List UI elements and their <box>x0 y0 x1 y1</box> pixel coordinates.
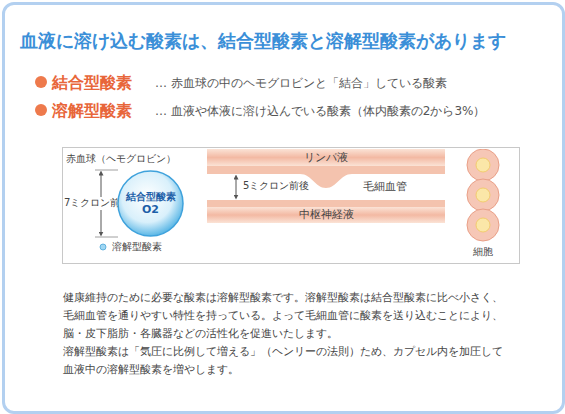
title: 血液に溶け込む酸素は、結合型酸素と溶解型酸素があります <box>20 30 506 53</box>
term-label: 結合型酸素 <box>52 73 132 93</box>
cell <box>467 179 499 211</box>
node-label: リンパ液 <box>304 151 348 164</box>
part-name: 赤血球（ヘモグロビン） <box>66 153 176 166</box>
node-label: 中枢神経液 <box>299 208 354 221</box>
description: … 赤血球の中のヘモグロビンと「結合」している酸素 <box>155 76 447 91</box>
fluid-band: リンパ液 <box>207 149 445 166</box>
note: 健康維持のために必要な酸素は溶解型酸素です。溶解型酸素は結合型酸素に比べ小さく、… <box>63 288 511 342</box>
capillary-band: 毛細血管 <box>207 174 445 200</box>
oxygen-dot <box>100 244 106 250</box>
cell-outline <box>455 149 511 259</box>
part-name: 溶解型酸素 <box>112 241 162 254</box>
dimension-arrow <box>236 177 237 197</box>
node-label: 毛細血管 <box>363 180 407 193</box>
cell-nucleus <box>476 158 490 172</box>
cell-nucleus <box>476 218 490 232</box>
node-sublabel: O2 <box>142 203 159 216</box>
fluid-band: 中枢神経液 <box>207 207 445 223</box>
capillary-wall <box>207 166 445 207</box>
capillary-channel <box>207 174 445 200</box>
term-label: 溶解型酸素 <box>52 101 132 121</box>
band <box>207 207 445 223</box>
illustration-box <box>63 148 520 264</box>
cell-column: 細胞 <box>455 149 511 259</box>
node-label: 結合型酸素 <box>126 191 176 203</box>
extension-line <box>95 237 118 238</box>
dimension: 5ミクロン前後 <box>242 180 310 193</box>
bullet <box>35 104 47 116</box>
node-label: 細胞 <box>473 246 493 258</box>
cell <box>467 149 499 181</box>
description: … 血液や体液に溶け込んでいる酸素（体内酸素の2から3%） <box>155 104 486 119</box>
oxygen-circle: 結合型酸素O2 <box>117 170 184 237</box>
note: 溶解型酸素は「気圧に比例して増える」（ヘンリーの法則）ため、カプセル内を加圧して… <box>63 342 511 378</box>
bullet <box>35 76 47 88</box>
cell <box>467 209 499 241</box>
band <box>207 149 445 166</box>
extension-line <box>95 170 118 171</box>
cell-nucleus <box>476 188 490 202</box>
